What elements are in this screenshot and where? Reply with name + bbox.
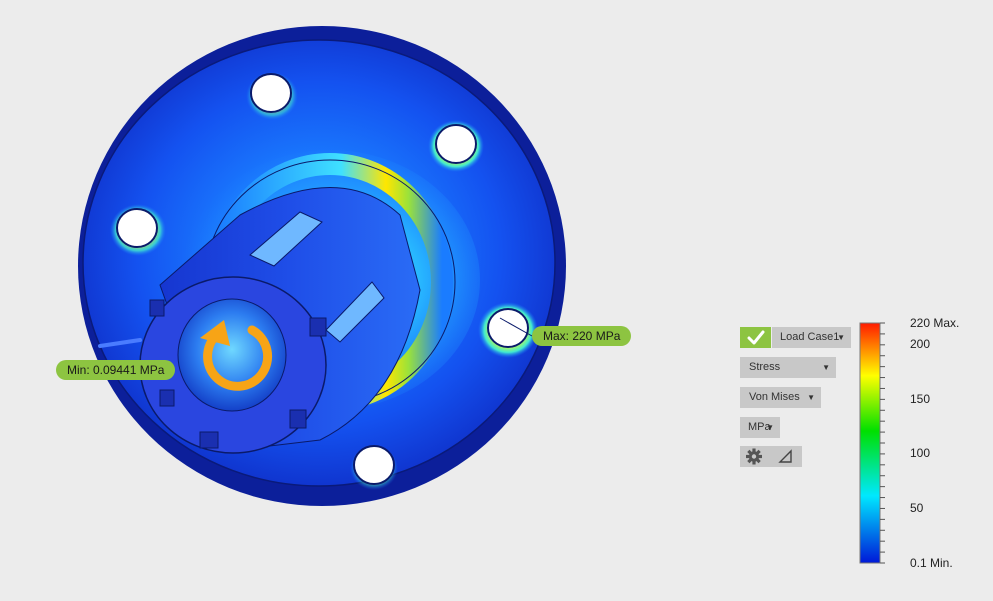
legend-tick-max: 220 Max. <box>910 316 960 330</box>
legend-tick-50: 50 <box>910 501 924 515</box>
collar-notches <box>149 299 327 449</box>
stress-color-legend <box>859 322 885 564</box>
rotate-icon[interactable] <box>200 320 273 391</box>
probe-tool-button[interactable] <box>772 446 800 467</box>
collar-slots <box>249 211 385 343</box>
bolt-holes <box>110 72 538 490</box>
legend-tick-min: 0.1 Min. <box>910 556 953 570</box>
max-stress-label: Max: 220 MPa <box>532 326 632 346</box>
triangle-icon <box>778 449 792 463</box>
result-visibility-toggle[interactable] <box>740 327 771 348</box>
chevron-down-icon: ▼ <box>807 393 815 402</box>
chevron-down-icon: ▼ <box>837 333 845 342</box>
legend-tick-150: 150 <box>910 392 931 406</box>
legend-tick-200: 200 <box>910 337 931 351</box>
legend-tools <box>740 446 802 467</box>
settings-button[interactable] <box>740 446 768 467</box>
chevron-down-icon: ▼ <box>822 363 830 372</box>
max-probe-leader <box>499 317 533 337</box>
units-dropdown[interactable]: MPa ▼ <box>740 417 780 438</box>
chevron-down-icon: ▼ <box>766 423 774 432</box>
gear-icon <box>746 448 762 465</box>
legend-ticks <box>880 322 885 564</box>
load-case-dropdown[interactable]: Load Case1 ▼ <box>772 327 851 348</box>
min-probe-leader <box>98 338 142 348</box>
result-type-label: Stress <box>749 361 781 373</box>
min-stress-label: Min: 0.09441 MPa <box>56 360 176 380</box>
stress-type-label: Von Mises <box>749 391 800 403</box>
result-type-dropdown[interactable]: Stress ▼ <box>740 357 836 378</box>
legend-tick-100: 100 <box>910 446 931 460</box>
stress-type-dropdown[interactable]: Von Mises ▼ <box>740 387 821 408</box>
checkmark-icon <box>747 330 765 345</box>
units-label: MPa <box>748 421 771 433</box>
legend-color-bar <box>859 322 881 564</box>
load-case-label: Load Case1 <box>780 331 840 343</box>
